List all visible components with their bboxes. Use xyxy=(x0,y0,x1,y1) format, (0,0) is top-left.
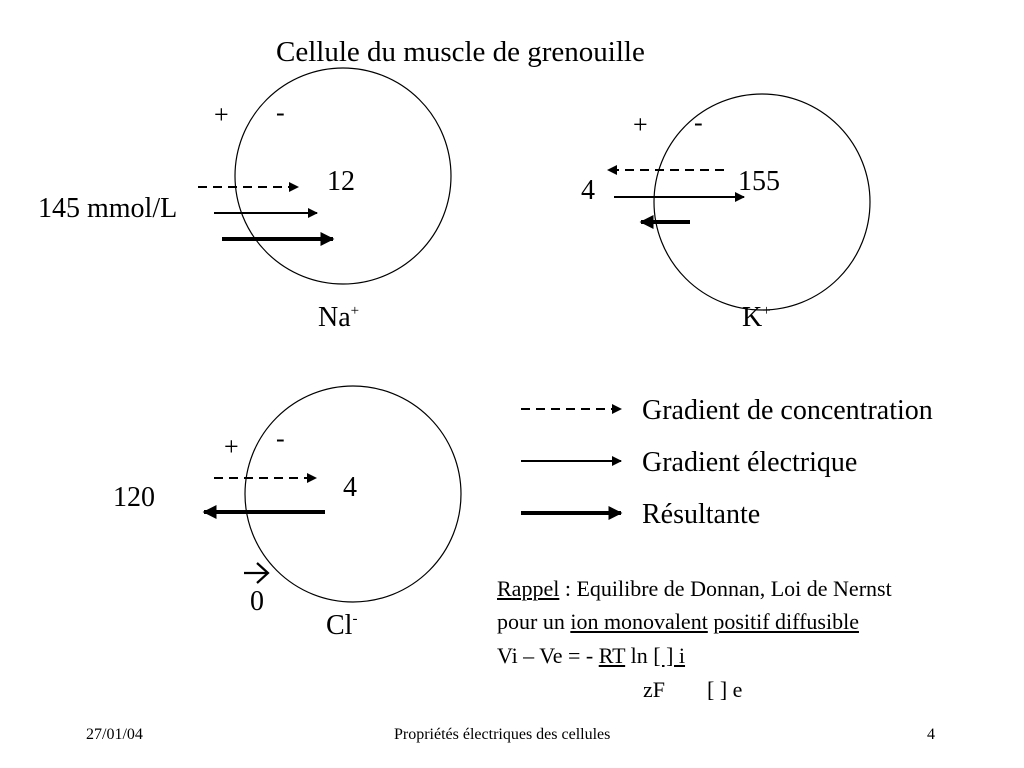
legend-electric-label: Gradient électrique xyxy=(642,447,858,478)
na-ion-symbol: Na xyxy=(318,302,351,333)
rappel-line-2: pour un ion monovalent positif diffusibl… xyxy=(497,611,859,633)
cell-cl-circle xyxy=(244,385,462,603)
rappel-formula-zf: zF xyxy=(643,677,665,702)
rappel-formula-bracket-e: [ ] e xyxy=(707,677,743,702)
k-minus-sign: - xyxy=(694,108,703,137)
na-minus-sign: - xyxy=(276,98,285,127)
cl-ion-symbol: Cl xyxy=(326,610,353,641)
k-ion-label: K+ xyxy=(742,304,771,332)
cell-k-circle xyxy=(653,93,871,311)
na-ion-label: Na+ xyxy=(318,304,359,332)
na-plus-sign: + xyxy=(214,100,229,129)
cl-plus-sign: + xyxy=(224,432,239,461)
na-outside-concentration: 145 mmol/L xyxy=(38,193,178,224)
rappel-line-1: Rappel : Equilibre de Donnan, Loi de Ner… xyxy=(497,578,892,600)
rappel-ion-monovalent: ion monovalent xyxy=(570,609,708,634)
rappel-line-1-rest: : Equilibre de Donnan, Loi de Nernst xyxy=(559,576,892,601)
k-plus-sign: + xyxy=(633,110,648,139)
footer-date: 27/01/04 xyxy=(86,726,143,743)
legend-concentration-label: Gradient de concentration xyxy=(642,395,933,426)
rappel-formula-bracket-i: [ ] i xyxy=(653,643,686,668)
rappel-formula-prefix: Vi – Ve = - xyxy=(497,643,599,668)
footer-page-number: 4 xyxy=(927,726,935,743)
rappel-label: Rappel xyxy=(497,576,560,601)
na-inside-concentration: 12 xyxy=(327,166,355,197)
cl-zero-arrow xyxy=(244,562,270,584)
cl-inside-concentration: 4 xyxy=(343,472,357,503)
rappel-formula-numerator: Vi – Ve = - RT ln [ ] i xyxy=(497,645,685,667)
cl-outside-concentration: 120 xyxy=(113,482,155,513)
k-ion-charge: + xyxy=(762,303,771,319)
k-ion-symbol: K xyxy=(742,302,763,333)
cl-zero-label: 0 xyxy=(250,586,264,617)
rappel-formula-rt: RT xyxy=(598,643,626,668)
slide-title: Cellule du muscle de grenouille xyxy=(276,36,645,68)
cl-ion-charge: - xyxy=(352,611,358,627)
k-outside-concentration: 4 xyxy=(581,175,595,206)
rappel-positif-diffusible: positif diffusible xyxy=(713,609,859,634)
legend-resultant-label: Résultante xyxy=(642,499,761,530)
cell-na-circle xyxy=(234,67,452,285)
k-inside-concentration: 155 xyxy=(738,166,780,197)
cl-ion-label: Cl- xyxy=(326,612,357,640)
rappel-line-2-prefix: pour un xyxy=(497,609,571,634)
na-ion-charge: + xyxy=(350,303,360,319)
footer-title: Propriétés électriques des cellules xyxy=(394,726,611,743)
rappel-formula-ln: ln xyxy=(625,643,654,668)
cl-minus-sign: - xyxy=(276,424,285,453)
